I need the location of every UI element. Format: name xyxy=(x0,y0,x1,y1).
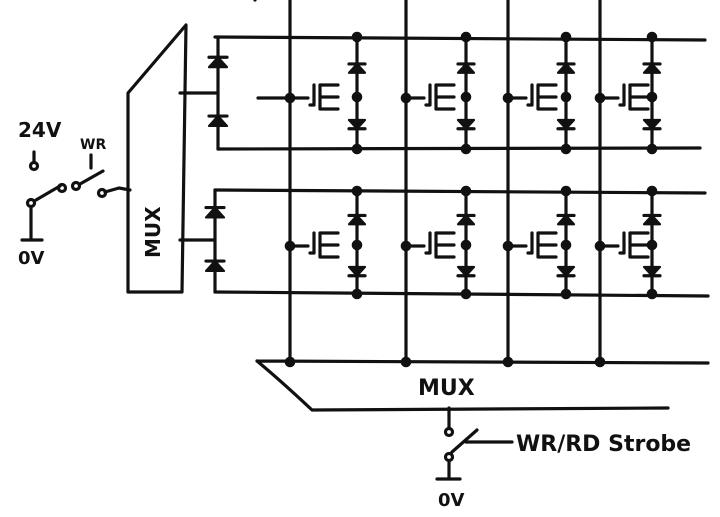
junction-dot-icon xyxy=(646,143,658,155)
row-mux-block xyxy=(126,23,220,294)
wr-switch xyxy=(34,153,132,202)
row1-bottom-bus xyxy=(216,146,702,151)
diode-icon xyxy=(347,213,367,226)
diode-icon xyxy=(642,213,662,226)
junction-dot-icon xyxy=(560,185,572,197)
junction-dot-icon xyxy=(351,185,363,197)
transistor-icon xyxy=(308,83,340,111)
supply-voltage-label: 24V xyxy=(18,118,62,142)
junction-dot-icon xyxy=(502,356,514,368)
transistor-icon xyxy=(618,231,650,259)
junction-dot-icon xyxy=(351,239,363,251)
row2-select-diodes xyxy=(204,188,226,294)
junction-dot-icon xyxy=(284,92,296,104)
transistor-icon xyxy=(308,231,340,259)
row1-select-diodes xyxy=(207,35,229,151)
memory-cell-r1c4 xyxy=(594,31,662,155)
diode-icon xyxy=(642,118,662,131)
diode-icon xyxy=(456,118,476,131)
row2-top-bus xyxy=(213,188,707,195)
junction-dot-icon xyxy=(284,240,296,252)
ground-bottom-symbol xyxy=(435,459,462,481)
diode-icon xyxy=(556,118,576,131)
column-mux-label: MUX xyxy=(418,376,475,401)
memory-matrix xyxy=(204,0,710,368)
diode-icon xyxy=(204,205,226,219)
memory-cell-r1c3 xyxy=(502,31,576,155)
diode-icon xyxy=(207,114,229,128)
junction-dot-icon xyxy=(460,239,472,251)
memory-cell-r2c2 xyxy=(400,185,476,300)
junction-dot-icon xyxy=(400,92,412,104)
junction-dot-icon xyxy=(594,240,606,252)
junction-dot-icon xyxy=(560,288,572,300)
write-switch-label: WR xyxy=(80,137,106,153)
diode-icon xyxy=(556,62,576,74)
junction-dot-icon xyxy=(646,288,658,300)
diode-icon xyxy=(347,265,367,278)
diode-icon xyxy=(347,118,367,131)
row1-top-bus xyxy=(213,35,707,42)
ground-left-label: 0V xyxy=(18,248,45,269)
diode-icon xyxy=(207,55,229,69)
diode-icon xyxy=(456,62,476,74)
junction-dot-icon xyxy=(400,240,412,252)
strobe-switch-label: WR/RD Strobe xyxy=(516,432,691,457)
junction-dot-icon xyxy=(460,143,472,155)
row-mux-label: MUX xyxy=(141,206,165,258)
memory-cell-r2c4 xyxy=(594,185,662,300)
junction-dot-icon xyxy=(502,240,514,252)
junction-dot-icon xyxy=(646,31,658,43)
transistor-icon xyxy=(526,231,558,259)
diode-icon xyxy=(347,62,367,74)
junction-dot-icon xyxy=(646,91,658,103)
junction-dot-icon xyxy=(400,356,412,368)
diode-icon xyxy=(456,213,476,226)
ground-left-symbol xyxy=(20,197,44,242)
diode-icon xyxy=(456,265,476,278)
diode-icon xyxy=(642,62,662,74)
transistor-icon xyxy=(618,83,650,111)
junction-dot-icon xyxy=(560,91,572,103)
junction-dot-icon xyxy=(646,185,658,197)
junction-dot-icon xyxy=(460,91,472,103)
diode-icon xyxy=(556,213,576,226)
supply-terminal xyxy=(28,150,40,172)
junction-dot-icon xyxy=(284,356,296,368)
junction-dot-icon xyxy=(594,92,606,104)
diode-icon xyxy=(642,265,662,278)
junction-dot-icon xyxy=(351,288,363,300)
junction-dot-icon xyxy=(460,185,472,197)
ground-bottom-label: 0V xyxy=(438,490,465,511)
memory-cell-r2c3 xyxy=(502,185,576,300)
diode-icon xyxy=(204,259,226,273)
transistor-icon xyxy=(424,231,456,259)
memory-cell-r1c2 xyxy=(400,31,476,155)
column-mux-block xyxy=(255,359,710,412)
junction-dot-icon xyxy=(560,31,572,43)
junction-dot-icon xyxy=(560,239,572,251)
junction-dot-icon xyxy=(646,239,658,251)
diode-icon xyxy=(556,265,576,278)
junction-dot-icon xyxy=(560,143,572,155)
strobe-switch xyxy=(443,406,514,463)
transistor-icon xyxy=(424,83,456,111)
junction-dot-icon xyxy=(351,91,363,103)
junction-dot-icon xyxy=(594,356,606,368)
junction-dot-icon xyxy=(502,92,514,104)
junction-dot-icon xyxy=(351,143,363,155)
junction-dot-icon xyxy=(460,31,472,43)
junction-dot-icon xyxy=(460,288,472,300)
junction-dot-icon xyxy=(351,31,363,43)
memory-cell-r2c1 xyxy=(284,185,367,300)
memory-cell-r1c1 xyxy=(256,31,367,155)
transistor-icon xyxy=(526,83,558,111)
